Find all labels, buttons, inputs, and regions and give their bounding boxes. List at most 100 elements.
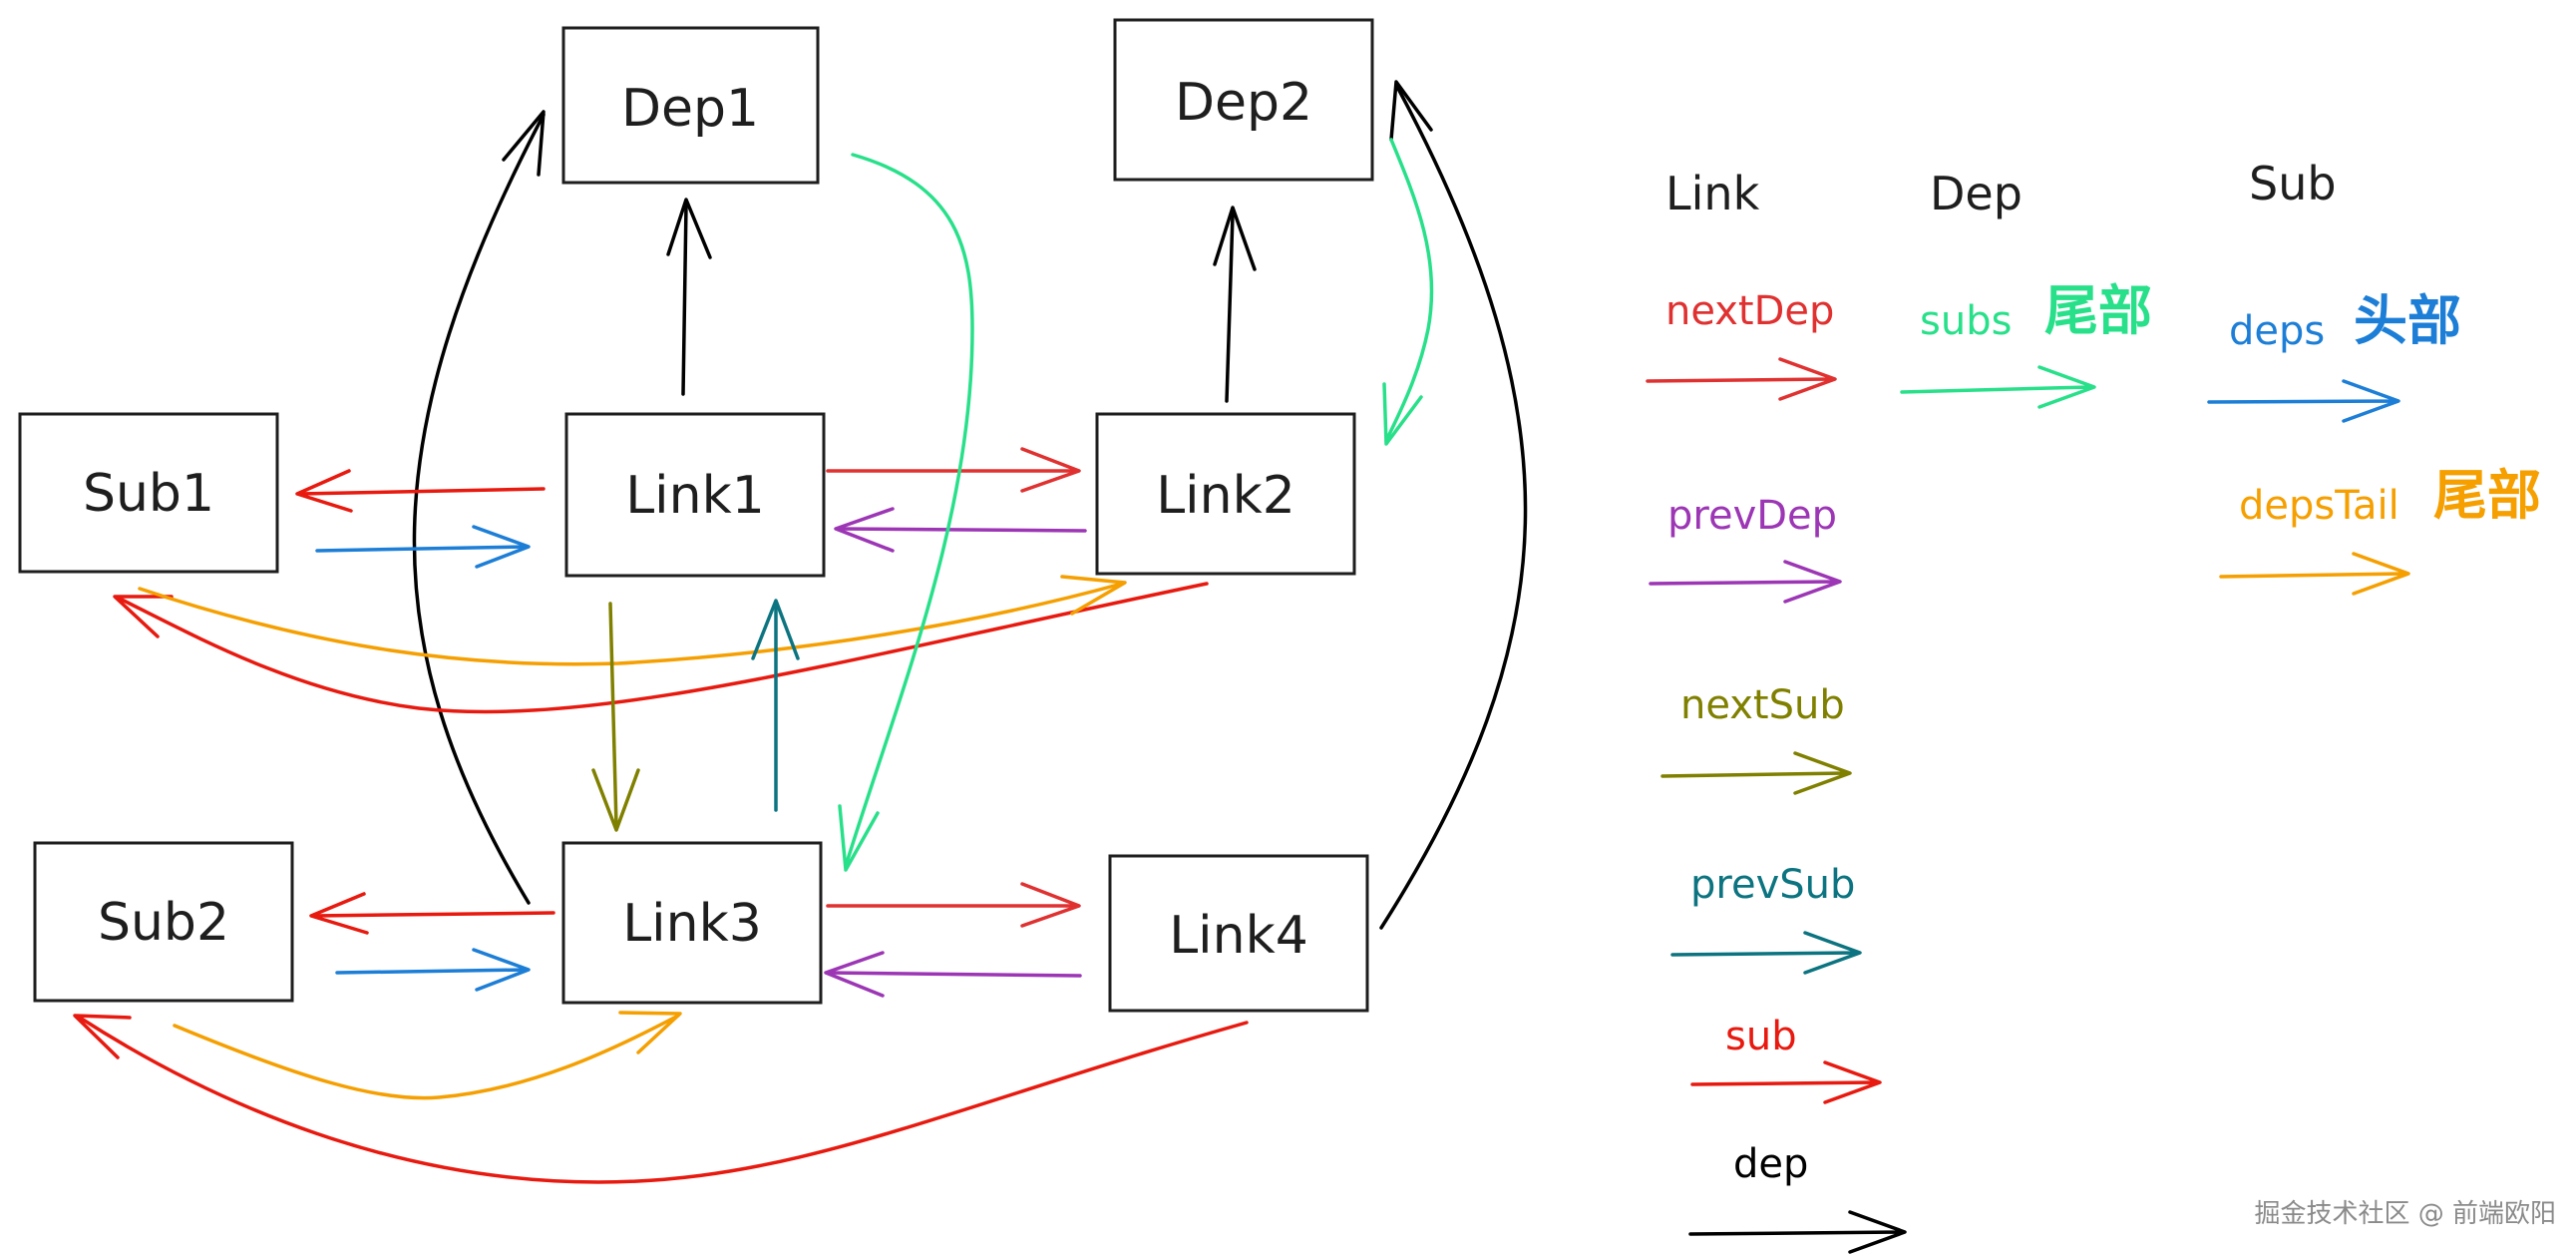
legend-arrow-prevdep [1649,560,1842,604]
node-sub1-box [18,412,279,574]
legend-item-depstail: depsTail 尾部 [2219,464,2541,596]
dep-edges [412,80,1528,930]
legend-item-deps: deps 头部 [2207,289,2461,423]
legend-label-nextsub: nextSub [1680,682,1845,728]
legend-item-nextdep: nextDep [1646,288,1837,401]
legend-label-deps: deps [2229,308,2325,354]
node-link4-box [1108,854,1369,1013]
node-link3-box [561,841,823,1005]
arrowhead-link4-dep2 [1389,80,1433,142]
arrowhead-link2-link1-prevdep [834,507,895,553]
node-sub2-box [33,841,294,1003]
edge-link3-sub2 [312,911,555,918]
legend-suffix-deps: 头部 [2354,289,2461,352]
legend-item-sub: sub [1690,1014,1882,1104]
legend-arrow-subs [1900,365,2096,409]
legend-item-subs: subs 尾部 [1900,279,2152,409]
node-dep1-label: Dep1 [621,79,759,139]
legend-label-prevsub: prevSub [1690,862,1855,908]
node-dep2-label: Dep2 [1175,73,1312,133]
node-sub2: Sub2 [33,841,294,1003]
edge-link4-sub2 [78,1016,1249,1184]
arrowhead-link3-sub2 [309,892,369,935]
node-link4: Link4 [1108,854,1369,1013]
edge-link2-dep2 [1225,212,1235,403]
node-link3-label: Link3 [622,894,762,954]
legend-header-dep: Dep [1930,167,2023,220]
legend-item-prevdep: prevDep [1649,493,1842,604]
legend-label-prevdep: prevDep [1667,493,1837,539]
node-link2-box [1095,412,1356,576]
arrowhead-sub2-link3-tail [618,1011,682,1054]
legend-suffix-subs: 尾部 [2044,279,2152,342]
edge-dep1-link3-subs [844,153,974,868]
watermark: 掘金技术社区 @ 前端欧阳 [2254,1199,2556,1229]
node-link4-label: Link4 [1169,906,1308,966]
arrowhead-link4-sub2 [73,1014,132,1059]
legend-arrow-depstail [2219,552,2410,596]
edge-sub1-link2 [138,582,1124,666]
node-sub2-label: Sub2 [98,893,229,953]
legend-label-subs: subs [1920,298,2012,344]
arrowhead-link2-dep2 [1213,206,1257,271]
arrowhead-link1-dep1 [666,198,712,259]
arrowhead-link1-link3-nextsub [591,768,640,832]
edge-dep2-link2-subs [1384,138,1434,443]
edge-sub2-link3-tail [173,1014,680,1100]
arrowhead-sub2-link3 [472,948,531,992]
legend-label-dep: dep [1733,1141,1808,1187]
node-link2-label: Link2 [1156,466,1295,526]
legend-item-dep: dep [1688,1141,1907,1254]
edge-sub1-link1 [315,545,529,553]
arrowhead-link4-link3-prevdep [824,951,885,998]
dep-chain-edges [824,447,1087,998]
arrowhead-link3-dep1 [502,110,546,177]
arrowhead-link2-sub1 [113,595,174,638]
legend-item-prevsub: prevSub [1670,862,1862,975]
legend-suffix-depstail: 尾部 [2433,464,2541,527]
node-link1-label: Link1 [625,466,765,526]
arrowhead-dep1-link3-subs [838,804,880,872]
sub-chain-edges [591,599,800,832]
edge-link1-sub1 [297,487,546,496]
edge-link2-link1-prevdep [836,527,1087,533]
legend-label-nextdep: nextDep [1665,288,1834,334]
depstail-edges [138,575,1127,1100]
legend-label-depstail: depsTail [2239,483,2399,529]
legend-label-sub: sub [1725,1014,1797,1059]
legend-arrow-nextsub [1660,751,1852,795]
node-link3: Link3 [561,841,823,1005]
node-sub1-label: Sub1 [83,464,214,524]
subs-edges [838,138,1434,872]
edge-link2-sub1 [118,582,1209,714]
deps-edges [315,525,531,992]
node-link1-box [564,412,826,578]
edge-link4-link3-prevdep [826,971,1082,978]
edge-link4-dep2 [1379,83,1528,930]
node-sub1: Sub1 [18,412,279,574]
sub-edges [73,469,1249,1184]
arrowhead-dep2-link2-subs [1382,382,1423,446]
arrowhead-link3-link4-nextdep [1020,882,1081,928]
arrowhead-link3-link1-prevsub [751,599,800,660]
arrowhead-sub1-link2 [1060,575,1127,616]
legend-arrow-nextdep [1646,357,1837,401]
legend-arrow-sub [1690,1060,1882,1104]
legend-header-sub: Sub [2249,157,2337,210]
arrowhead-link1-sub1 [295,469,353,513]
legend-header-link: Link [1665,167,1760,220]
edge-link3-dep1 [412,113,546,905]
edge-link1-dep1 [681,203,688,396]
node-link1: Link1 [564,412,826,578]
edge-sub2-link3 [335,968,529,975]
node-dep1-box [561,26,820,185]
edge-link1-link3-nextsub [608,602,618,828]
legend: Link Dep Sub nextDep prevDep nextSub pre… [1646,157,2541,1254]
node-dep1: Dep1 [561,26,820,185]
arrowhead-link1-link2-nextdep [1020,447,1081,493]
node-dep2: Dep2 [1113,18,1374,182]
node-dep2-box [1113,18,1374,182]
node-link2: Link2 [1095,412,1356,576]
arrowhead-sub1-link1 [472,525,531,569]
